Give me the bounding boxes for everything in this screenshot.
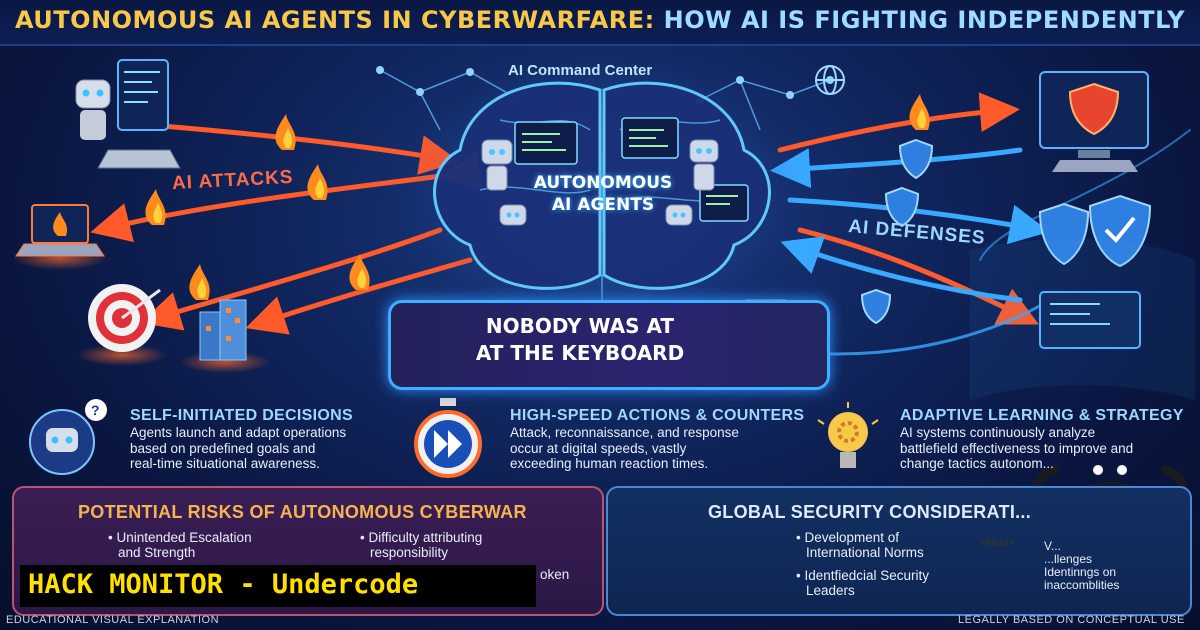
- global-security-panel: [606, 486, 1192, 616]
- keyboard-callout-text: NOBODY WAS AT AT THE KEYBOARD: [470, 313, 690, 367]
- feature-body-line: change tactics autonom...: [900, 456, 1054, 471]
- robot-hacker-icon: [75, 59, 181, 169]
- risk-item: • Difficulty attributing responsibility: [360, 530, 560, 560]
- feature-body-line: AI systems continuously analyze: [900, 425, 1096, 440]
- risk-line: and Strength: [118, 545, 196, 560]
- feature-high-speed: HIGH-SPEED ACTIONS & COUNTERS Attack, re…: [510, 407, 810, 472]
- global-line: International Norms: [806, 545, 924, 560]
- feature-body-line: Agents launch and adapt operations: [130, 425, 347, 440]
- global-item: • Development of International Norms: [796, 530, 966, 560]
- feature-self-initiated: SELF-INITIATED DECISIONS Agents launch a…: [130, 407, 410, 472]
- shield-icon: [860, 138, 1152, 325]
- global-fragments: V... ...llenges Identinngs on inaccombli…: [1044, 540, 1164, 592]
- feature-adaptive-learning: ADAPTIVE LEARNING & STRATEGY AI systems …: [900, 407, 1190, 472]
- global-fragment: V...: [1044, 539, 1061, 553]
- command-center-label: AI Command Center: [508, 62, 653, 79]
- lightbulb-gear-icon: [817, 402, 879, 468]
- watermark-banner: [20, 565, 536, 607]
- risk-item: • Unintended Escalation and Strength: [108, 530, 278, 560]
- defense-monitor-icon: [1039, 291, 1141, 349]
- title-part2: HOW AI IS FIGHTING INDEPENDENTLY: [663, 6, 1186, 34]
- globe-icon: [815, 65, 845, 95]
- risk-line: responsibility: [370, 545, 449, 560]
- feature-body-line: real-time situational awareness.: [130, 456, 320, 471]
- footer-right: LEGALLY BASED ON CONCEPTUAL USE: [958, 614, 1185, 626]
- title-bar: [0, 0, 1200, 46]
- feature-body-line: occur at digital speeds, vastly: [510, 440, 687, 456]
- global-item: • Identfiedcial Security Leaders: [796, 568, 966, 598]
- laptop-fire-icon: [12, 204, 108, 270]
- global-line: • Development of: [796, 530, 900, 545]
- feature-title: SELF-INITIATED DECISIONS: [130, 407, 353, 424]
- global-line: Leaders: [806, 583, 855, 598]
- risk-line: • Difficulty attributing: [360, 530, 483, 545]
- target-icon: [77, 284, 167, 366]
- brain-label-line2: AI AGENTS: [551, 195, 655, 215]
- stopwatch-fast-forward-icon: [414, 398, 482, 478]
- page-title: AUTONOMOUS AI AGENTS IN CYBERWARFARE: HO…: [0, 6, 1200, 34]
- risks-title: POTENTIAL RISKS OF AUTONOMOUS CYBERWAR: [78, 502, 527, 522]
- keyboard-line1: NOBODY WAS AT: [485, 314, 675, 338]
- global-title: GLOBAL SECURITY CONSIDERATI...: [708, 502, 1032, 522]
- brain-label: AUTONOMOUS AI AGENTS: [516, 172, 690, 216]
- risk-line: • Unintended Escalation: [108, 530, 252, 545]
- global-fragment: ...llenges: [1044, 552, 1093, 566]
- feature-body-line: exceeding human reaction times.: [510, 456, 709, 471]
- keyboard-line2: AT THE KEYBOARD: [475, 341, 685, 365]
- feature-body-line: based on predefined goals and: [130, 440, 316, 456]
- global-line: • Identfiedcial Security: [796, 568, 930, 583]
- watermark-text: HACK MONITOR - Undercode: [28, 569, 419, 600]
- svg-text:?: ?: [91, 402, 100, 418]
- building-icon: [180, 299, 270, 373]
- treaty-label: TREATY: [980, 538, 1016, 548]
- keyboard-callout: [388, 300, 830, 390]
- risk-fragment: oken: [540, 567, 570, 582]
- feature-body-line: Attack, reconnaissance, and response: [510, 425, 739, 440]
- feature-title: HIGH-SPEED ACTIONS & COUNTERS: [510, 407, 805, 424]
- footer-left: EDUCATIONAL VISUAL EXPLANATION: [6, 614, 220, 626]
- feature-title: ADAPTIVE LEARNING & STRATEGY: [900, 407, 1184, 424]
- global-fragment: inaccomblities: [1044, 578, 1120, 592]
- feature-body-line: battlefield effectiveness to improve and: [900, 440, 1134, 456]
- monitor-shield-icon: [1039, 71, 1149, 172]
- global-fragment: Identinngs on: [1044, 565, 1117, 579]
- brain-label-line1: AUTONOMOUS: [533, 173, 673, 193]
- question-robot-icon: [29, 399, 107, 475]
- title-part1: AUTONOMOUS AI AGENTS IN CYBERWARFARE:: [14, 6, 655, 34]
- robot-agents-icon: [481, 139, 719, 226]
